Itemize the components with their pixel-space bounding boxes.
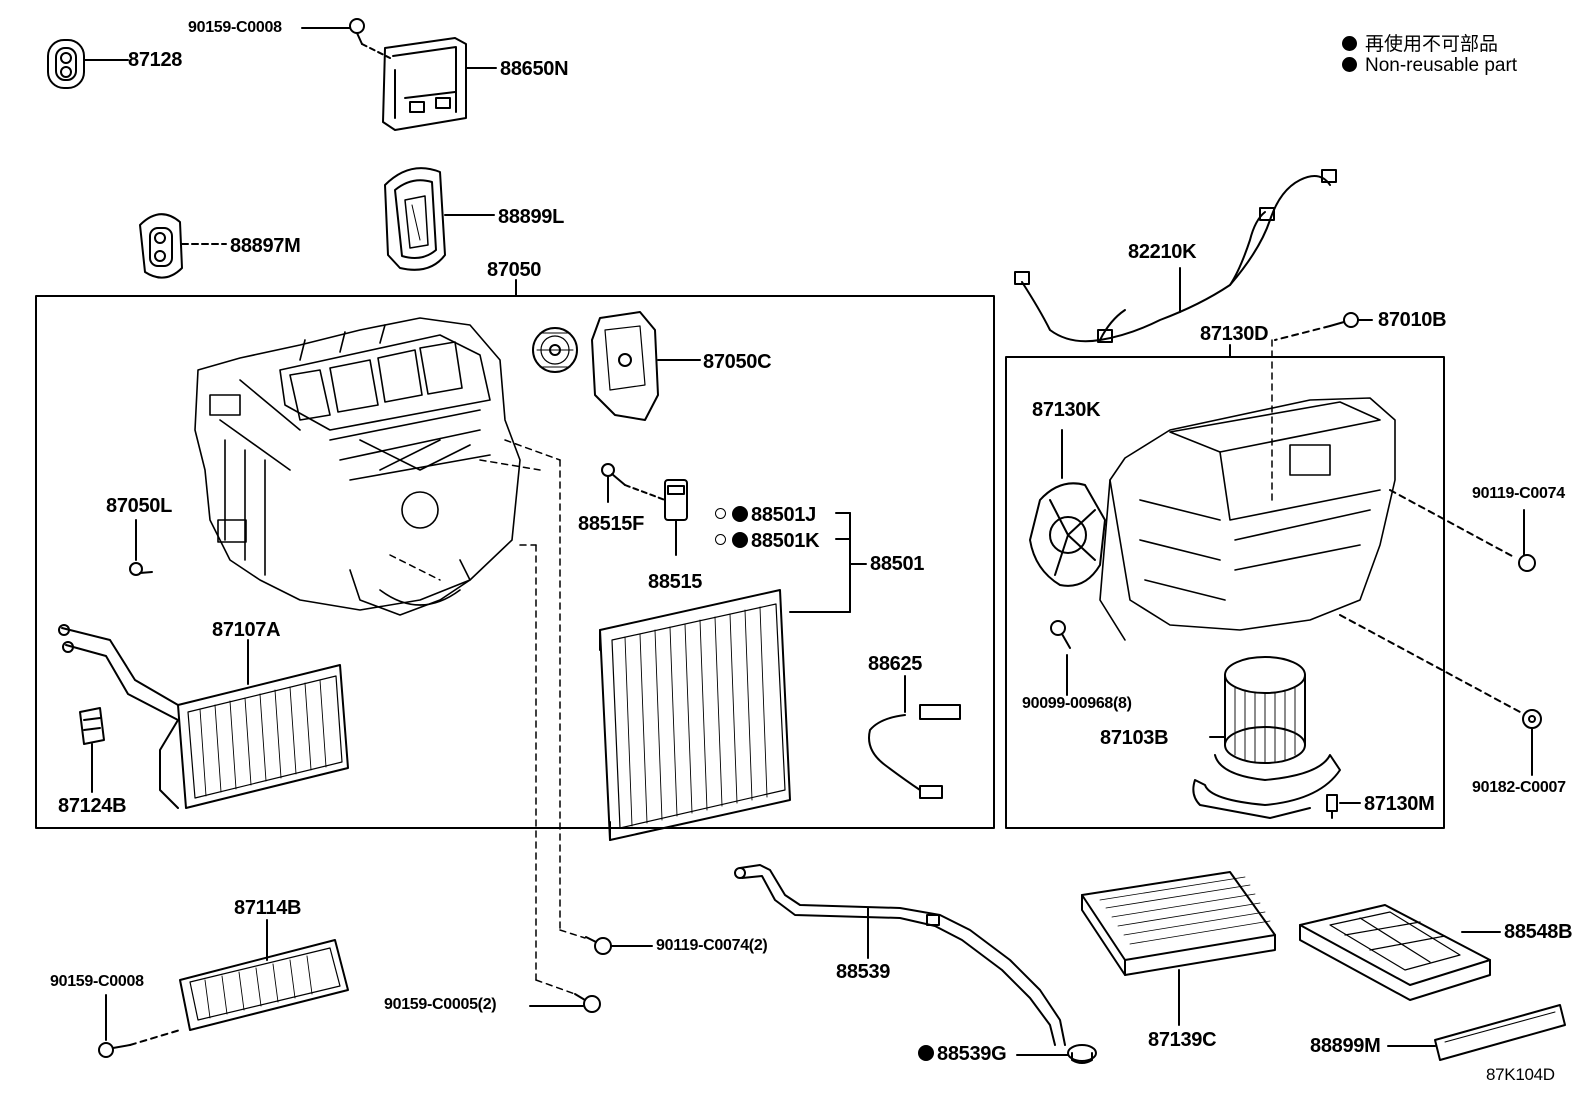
label-87130D: 87130D [1200, 323, 1269, 345]
part-88899M-seal [1387, 1004, 1566, 1061]
label-88650N: 88650N [500, 58, 569, 80]
part-88515F-88515 [601, 463, 688, 556]
legend-en-text: Non-reusable part [1365, 55, 1518, 76]
part-87114B-filter [179, 919, 349, 1031]
label-90159-C0008-bottom: 90159-C0008 [50, 973, 144, 990]
part-87130K-fan-plate [1029, 429, 1106, 587]
part-82210K-harness [1014, 169, 1337, 343]
label-88625: 88625 [868, 653, 923, 675]
part-88548B-filter-case [1299, 904, 1501, 1001]
label-87139C: 87139C [1148, 1029, 1217, 1051]
label-90159-C0008-top: 90159-C0008 [188, 19, 282, 36]
part-88625-sensor [868, 675, 961, 799]
label-90119-C0074: 90119-C0074 [1472, 485, 1565, 502]
label-88501J: 88501J [715, 505, 816, 525]
part-88539G-grommet [1016, 1044, 1097, 1064]
label-87103B: 87103B [1100, 727, 1169, 749]
part-87130D-blower-case [1099, 397, 1396, 641]
part-88897M-grommet [139, 213, 227, 279]
part-87103B-blower-motor [1192, 656, 1341, 819]
part-87124B-clip [79, 707, 105, 793]
part-87050L-screw [129, 519, 153, 576]
label-88501: 88501 [870, 553, 925, 575]
part-88650N-module [382, 37, 497, 131]
label-87107A: 87107A [212, 619, 281, 641]
part-87139C-cabin-filter [1081, 871, 1276, 1026]
label-88548B: 88548B [1504, 921, 1573, 943]
part-87050C-actuator [532, 311, 701, 421]
part-87050-hvac-case [194, 317, 521, 616]
label-88515F: 88515F [578, 513, 645, 535]
blower-unit-frame [1005, 356, 1445, 829]
part-90182-C0007-clip [1339, 614, 1542, 776]
part-87130M-screw [1326, 794, 1361, 819]
label-88501J-text: 88501J [751, 504, 816, 526]
label-88501K: 88501K [715, 530, 820, 552]
part-90159-C0008-screw-top [301, 18, 391, 59]
diagram-id: 87K104D [1486, 1065, 1555, 1084]
label-82210K: 82210K [1128, 241, 1197, 263]
o-ring-icon [715, 534, 726, 545]
non-reusable-dot-icon [732, 506, 748, 522]
label-87124B: 87124B [58, 795, 127, 817]
part-88501-bracket [734, 512, 867, 613]
label-88897M: 88897M [230, 235, 301, 257]
part-88501-evaporator [599, 589, 791, 841]
label-88539: 88539 [836, 961, 891, 983]
label-87050L: 87050L [106, 495, 173, 517]
label-87130K: 87130K [1032, 399, 1101, 421]
part-90119-C0074-screw [1389, 489, 1536, 572]
label-88899M: 88899M [1310, 1035, 1381, 1057]
label-87050C: 87050C [703, 351, 772, 373]
part-87128-grommet [47, 39, 129, 89]
part-90159-C0005x2-screw [529, 993, 601, 1013]
label-88539G-text: 88539G [937, 1043, 1007, 1065]
label-90182-C0007: 90182-C0007 [1472, 779, 1566, 796]
label-90119-C0074x2: 90119-C0074(2) [656, 937, 768, 954]
label-87128: 87128 [128, 49, 183, 71]
non-reusable-dot-icon [732, 532, 748, 548]
label-87114B: 87114B [234, 897, 302, 919]
legend-jp-text: 再使用不可部品 [1365, 34, 1499, 55]
dashed-leaders [389, 439, 586, 995]
label-87010B: 87010B [1378, 309, 1447, 331]
label-90099-00968: 90099-00968(8) [1022, 695, 1132, 712]
label-88515: 88515 [648, 571, 703, 593]
label-88899L: 88899L [498, 206, 565, 228]
legend-en: Non-reusable part [1342, 55, 1517, 77]
part-88539-drain-hose [734, 864, 1066, 1046]
part-88899L-cover [384, 167, 495, 271]
label-88539G: 88539G [918, 1043, 1007, 1065]
part-90159-C0008-screw-bottom [98, 994, 181, 1058]
part-90119-C0074x2-screw [585, 936, 653, 955]
label-90159-C0005x2: 90159-C0005(2) [384, 996, 497, 1013]
label-88501K-text: 88501K [751, 530, 820, 552]
legend-jp: 再使用不可部品 [1342, 29, 1498, 56]
part-87107A-heater-core [58, 624, 349, 809]
label-87050: 87050 [487, 259, 542, 281]
non-reusable-dot-icon [1342, 36, 1357, 51]
non-reusable-dot-icon [918, 1045, 934, 1061]
part-90099-00968-screw [1050, 620, 1071, 696]
part-87010B-screw [1274, 312, 1373, 341]
non-reusable-dot-icon [1342, 57, 1357, 72]
label-87130M: 87130M [1364, 793, 1435, 815]
o-ring-icon [715, 508, 726, 519]
